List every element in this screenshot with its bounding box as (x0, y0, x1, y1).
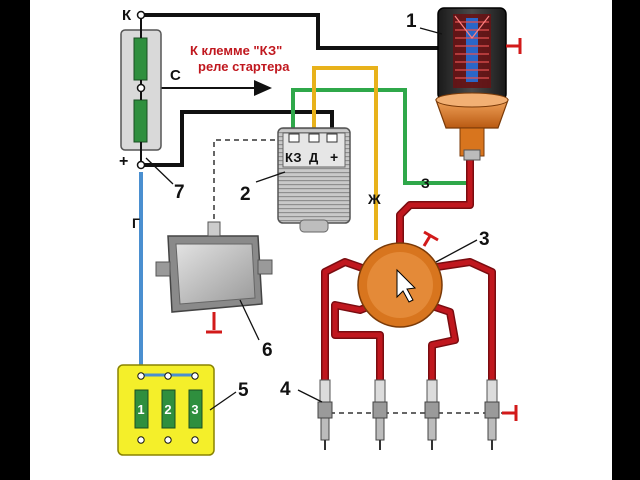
ignition-coil (435, 7, 522, 161)
starter-relay-note-line2: реле стартера (198, 59, 290, 74)
switch-plus-label: + (330, 149, 338, 165)
callout-6: 6 (262, 340, 273, 361)
wire-label-zh: Ж (367, 191, 381, 207)
callout-5: 5 (238, 380, 249, 401)
callout-line-ignition-switch (145, 157, 174, 185)
spark-plug (484, 379, 500, 450)
callout-line-coil (419, 27, 443, 35)
fuse-3-label: 3 (191, 402, 198, 417)
spark-plugs (317, 379, 518, 450)
wire-label-z: З (421, 175, 430, 191)
callout-line-plugs (297, 389, 323, 403)
spark-plug (372, 379, 388, 450)
callout-3: 3 (479, 229, 490, 250)
distributor-cap (357, 230, 443, 328)
starter-relay-note-line1: К клемме "КЗ" (190, 43, 282, 58)
fuse-2-label: 2 (164, 402, 171, 417)
terminal-s-label: С (170, 67, 181, 84)
wire-yellow-zh (312, 66, 378, 240)
spark-plug (317, 379, 333, 450)
wire-ignition-to-switch (141, 110, 334, 167)
callout-7: 7 (174, 182, 185, 203)
callout-4: 4 (280, 379, 291, 400)
controller-box (155, 221, 273, 334)
callout-line-controller (239, 299, 260, 341)
callout-line-switch (255, 171, 286, 183)
callout-line-fuse-block (209, 391, 237, 411)
callout-1: 1 (406, 11, 417, 32)
callout-2: 2 (240, 184, 251, 205)
fuse-1-label: 1 (137, 402, 144, 417)
terminal-plus-label: + (119, 153, 128, 170)
ht-leads-plugs (321, 258, 496, 380)
wire-dashed-controller (213, 139, 287, 228)
electronic-switch (277, 127, 351, 233)
ignition-switch (120, 10, 162, 170)
switch-kz-label: КЗ (285, 150, 302, 165)
wire-label-g: Г (132, 215, 140, 231)
callout-line-distributor (435, 239, 478, 263)
spark-plug (424, 379, 440, 450)
terminal-k-label: К (122, 7, 132, 24)
switch-d-label: Д (309, 150, 319, 165)
fuse-block (117, 364, 215, 456)
